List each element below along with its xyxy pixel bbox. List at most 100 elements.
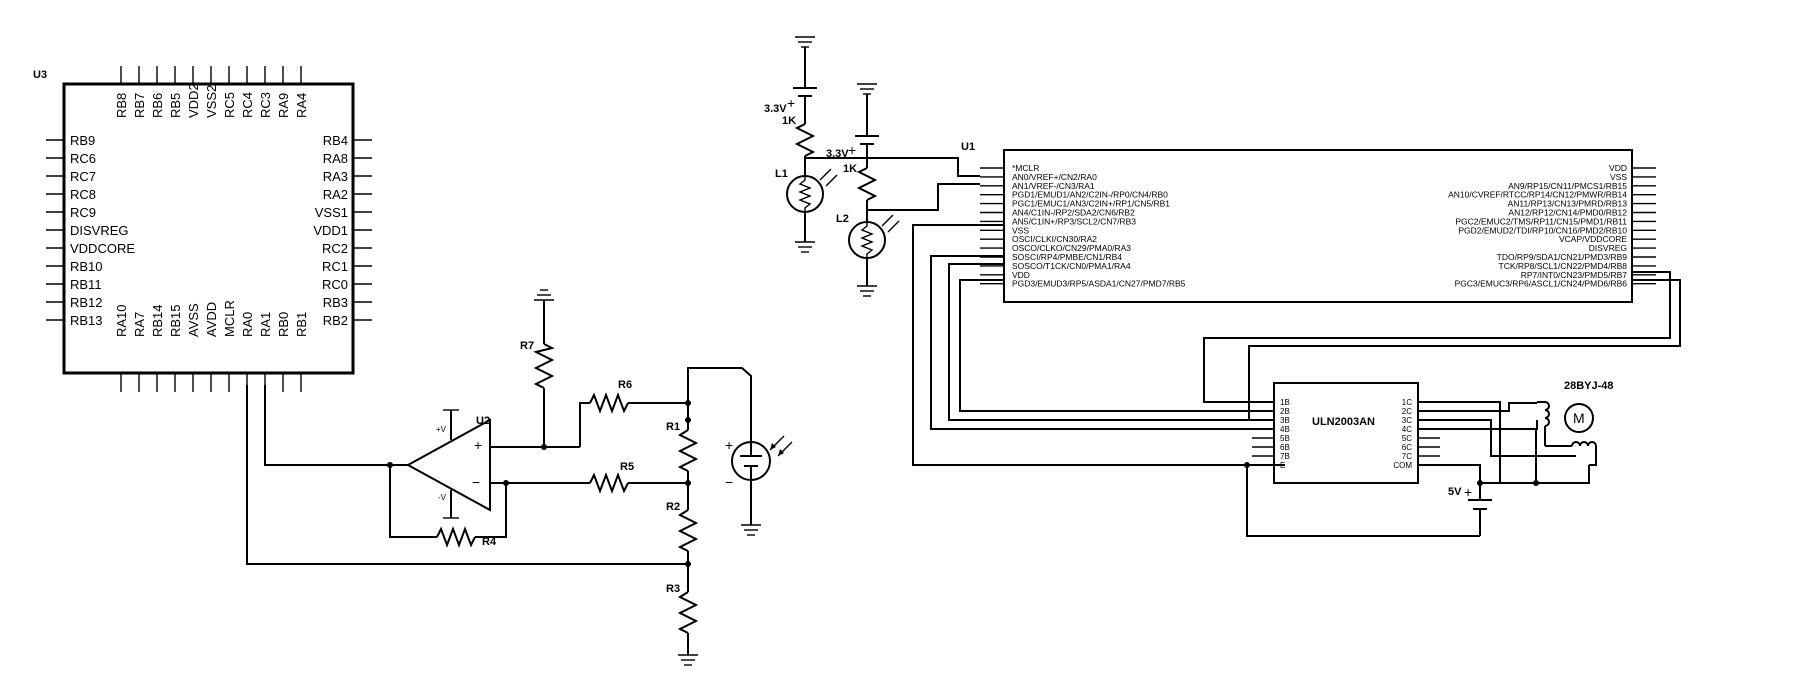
u3-top-pin-label: RB8 xyxy=(114,93,129,118)
u1-chip: U1 *MCLRAN0/VREF+/CN2/RA0AN1/VREF-/CN3/R… xyxy=(961,141,1656,303)
u1-left-pin-label: PGD3/EMUD3/RP5/ASDA1/CN27/PMD7/RB5 xyxy=(1012,279,1186,289)
battery-1-resistance: 1K xyxy=(782,115,796,127)
u1-body xyxy=(1003,149,1633,303)
opamp-minus-sign: − xyxy=(472,474,480,490)
uln-right-pin-label: 5C xyxy=(1402,434,1412,443)
uln-left-pin-label: 2B xyxy=(1280,407,1290,416)
u3-top-pin-label: VSS2 xyxy=(204,85,219,118)
wire-u1-to-uln-4b xyxy=(930,255,1285,430)
junction-dot xyxy=(503,480,509,486)
battery-2-plus: + xyxy=(848,142,856,158)
resistor-r5 xyxy=(589,472,629,494)
u3-ref-label: U3 xyxy=(33,69,47,81)
u3-right-pin-label: RA8 xyxy=(323,151,348,166)
junction-dot xyxy=(541,444,547,450)
u3-bottom-pin-label: RB15 xyxy=(168,304,183,337)
uln-body xyxy=(1273,382,1419,484)
r7-label: R7 xyxy=(520,340,534,352)
uln-left-pin-label: 7B xyxy=(1280,452,1290,461)
u1-left-pin-label: OSCI/CLKI/CN30/RA2 xyxy=(1012,234,1097,244)
u3-left-pin-label: RB11 xyxy=(70,277,102,292)
battery-1-plus: + xyxy=(787,95,795,111)
u3-top-pin-label: RA4 xyxy=(294,93,309,118)
resistor-1k-l2 xyxy=(856,167,878,201)
uln-left-pin-label: 6B xyxy=(1280,443,1290,452)
ground-photodiode xyxy=(741,524,761,536)
u3-right-pin-label: RB2 xyxy=(323,313,348,328)
uln-left-pin-label: 5B xyxy=(1280,434,1290,443)
uln-right-pin-label: COM xyxy=(1393,461,1412,470)
wire-com-to-motor xyxy=(1480,465,1590,484)
battery-5v-voltage: 5V xyxy=(1448,486,1462,498)
u1-right-pin-label: AN12/RP12/CN14/PMD0/RB12 xyxy=(1508,208,1627,218)
u1-left-pin-label: VSS xyxy=(1012,225,1029,235)
uln-right-pin-label: 6C xyxy=(1402,443,1412,452)
motor-name: 28BYJ-48 xyxy=(1564,380,1614,392)
u3-right-pin-label: RC1 xyxy=(322,259,348,274)
resistor-r6 xyxy=(589,392,629,414)
u3-right-pin-label: RC2 xyxy=(322,241,348,256)
motor-symbol: M xyxy=(1573,410,1585,426)
motor-coil-a xyxy=(1537,401,1550,427)
u3-bottom-pin-label: RA0 xyxy=(240,312,255,337)
u1-left-pin-label: SOSCI/RP4/PMBE/CN1/RB4 xyxy=(1012,252,1122,262)
uln-left-pin-label: 4B xyxy=(1280,425,1290,434)
u3-left-pin-label: RB10 xyxy=(70,259,103,274)
u3-left-pin-label: RC8 xyxy=(70,187,96,202)
ground-l2 xyxy=(857,285,877,297)
u1-right-pin-label: VCAP/VDDCORE xyxy=(1559,234,1627,244)
photodiode-plus: + xyxy=(725,437,733,453)
uln-right-pin-label: 1C xyxy=(1402,398,1412,407)
wire-l1-to-an0 xyxy=(805,157,980,177)
u3-left-pin-label: RC9 xyxy=(70,205,96,220)
wire-l2-to-an1 xyxy=(867,183,980,211)
u3-left-pin-label: RB13 xyxy=(70,313,103,328)
motor-circle xyxy=(1564,403,1594,433)
battery-1: + 3.3V xyxy=(764,36,817,124)
opamp-u2: U2 + − +V -V xyxy=(405,409,491,519)
u1-left-pin-label: SOSCO/T1CK/CN0/PMA1/RA4 xyxy=(1012,261,1131,271)
u1-left-pin-label: AN0/VREF+/CN2/RA0 xyxy=(1012,172,1097,182)
resistor-1k-l1 xyxy=(794,123,816,157)
u1-right-pin-label: AN11/RP13/CN13/PMRD/RB13 xyxy=(1508,199,1628,209)
uln-right-pin-label: 7C xyxy=(1402,452,1412,461)
u3-bottom-pin-label: RB1 xyxy=(294,312,309,337)
u1-right-pin-label: VDD xyxy=(1609,163,1627,173)
opamp-vplus-label: +V xyxy=(436,425,447,434)
u3-right-pin-label: RB4 xyxy=(323,133,348,148)
battery-2: + 3.3V xyxy=(826,83,879,168)
junction-dot xyxy=(685,480,691,486)
wire-uln-e xyxy=(1246,464,1480,537)
u3-bottom-pin-label: RB0 xyxy=(276,312,291,337)
photodiode: + − xyxy=(725,435,793,525)
u1-right-pin-label: VSS xyxy=(1610,172,1627,182)
u3-top-pin-label: RB6 xyxy=(150,93,165,118)
battery-5v-plus: + xyxy=(1464,484,1472,500)
r2-label: R2 xyxy=(666,501,680,513)
l2-label: L2 xyxy=(836,213,849,225)
u3-left-pin-label: VDDCORE xyxy=(70,241,135,256)
u3-top-pin-label: RC5 xyxy=(222,92,237,118)
wire-u1-to-uln-3b xyxy=(948,263,1285,421)
r3-label: R3 xyxy=(666,583,680,595)
opamp-vminus-label: -V xyxy=(438,493,447,502)
u3-right-pin-label: RA2 xyxy=(323,187,348,202)
u3-right-pin-label: RB3 xyxy=(323,295,348,310)
motor-coil-b xyxy=(1571,441,1597,466)
wire-1c xyxy=(1418,401,1501,483)
wire-ra0-to-divider xyxy=(246,385,688,565)
wire-u1-rb6 xyxy=(1248,279,1681,420)
ground-r3 xyxy=(678,654,698,666)
u3-top-pin-label: VDD2 xyxy=(186,83,201,118)
u3-bottom-pin-label: AVDD xyxy=(204,302,219,337)
battery-1-voltage: 3.3V xyxy=(764,103,787,115)
uln-right-pin-label: 4C xyxy=(1402,425,1412,434)
battery-2-resistance: 1K xyxy=(843,163,857,175)
opamp-plus-sign: + xyxy=(474,437,482,453)
wire-feedback-right xyxy=(475,483,507,538)
u1-right-pin-label: DISVREG xyxy=(1589,243,1627,253)
